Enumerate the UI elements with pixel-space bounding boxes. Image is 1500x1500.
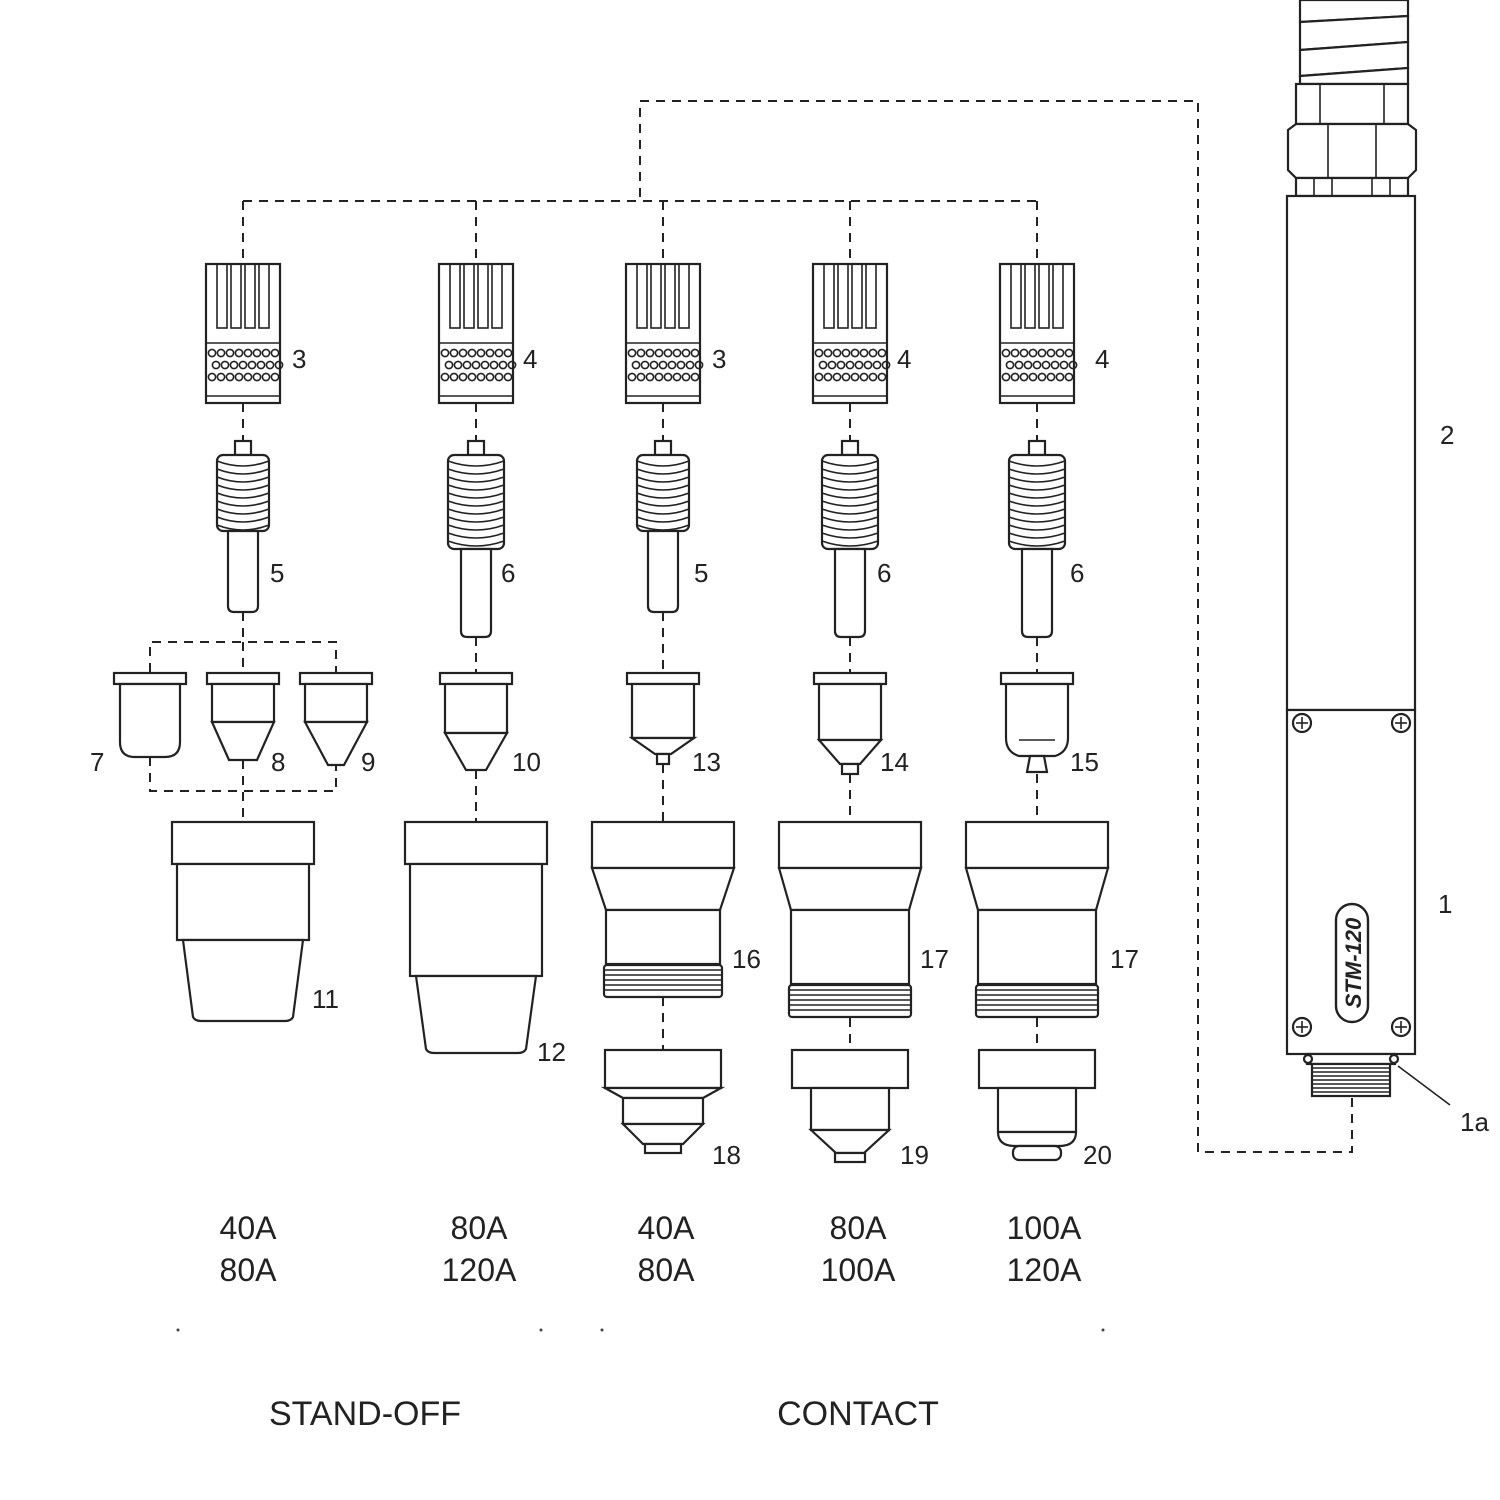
tip	[999, 671, 1075, 774]
tip	[112, 671, 188, 759]
amp-label: 100A	[821, 1252, 896, 1288]
part-label: 5	[694, 558, 708, 588]
amp-label: 120A	[442, 1252, 517, 1288]
part-label: 4	[523, 344, 537, 374]
tip	[625, 671, 701, 766]
part-label: 4	[1095, 344, 1109, 374]
amp-label: 80A	[451, 1210, 509, 1246]
torch-body: STM-120	[1285, 0, 1451, 1106]
electrode	[446, 439, 506, 639]
connector-lines	[149, 100, 1353, 1153]
nozzle	[964, 820, 1110, 1019]
nozzle	[170, 820, 316, 1023]
part-label: 13	[692, 747, 721, 777]
shield-cup	[600, 1048, 726, 1155]
hose-spiral	[1294, 0, 1410, 126]
electrode	[1007, 439, 1067, 639]
nozzle	[590, 820, 736, 999]
part-label: 19	[900, 1140, 929, 1170]
amp-label: 80A	[638, 1252, 696, 1288]
shield-cup	[790, 1048, 910, 1164]
parts-layer	[112, 262, 1110, 1164]
part-label: 17	[1110, 944, 1139, 974]
part-label: 4	[897, 344, 911, 374]
amp-label: 80A	[830, 1210, 888, 1246]
swirl-cap	[204, 262, 284, 405]
amp-label: 120A	[1007, 1252, 1082, 1288]
model-label: STM-120	[1341, 917, 1366, 1008]
part-label: 14	[880, 747, 909, 777]
leader-line	[1397, 1065, 1451, 1106]
part-label: 16	[732, 944, 761, 974]
part-label: 6	[501, 558, 515, 588]
electrode	[820, 439, 880, 639]
part-label: 3	[292, 344, 306, 374]
part-label: 9	[361, 747, 375, 777]
part-label: 3	[712, 344, 726, 374]
tip	[205, 671, 281, 762]
swirl-cap	[811, 262, 891, 405]
swirl-cap	[624, 262, 704, 405]
part-label: 12	[537, 1037, 566, 1067]
torch-handle	[1285, 194, 1417, 712]
group-dividers	[176, 1328, 1105, 1332]
electrode	[635, 439, 691, 614]
part-label: 11	[312, 984, 339, 1014]
amp-label: 80A	[220, 1252, 278, 1288]
part-labels: 3 4 3 4 4 5 6 5 6 6 7 8 9 10 13 14 15 11…	[90, 344, 1489, 1170]
amp-label: 40A	[220, 1210, 278, 1246]
part-label: 5	[270, 558, 284, 588]
swirl-cap	[998, 262, 1078, 405]
nozzle	[777, 820, 923, 1019]
part-label: 18	[712, 1140, 741, 1170]
electrode	[215, 439, 271, 614]
amperage-labels: 40A 80A 80A 120A 40A 80A 80A 100A 100A 1…	[220, 1210, 1082, 1288]
part-label: 2	[1440, 420, 1454, 450]
group-label-standoff: STAND-OFF	[269, 1395, 461, 1433]
part-label: 10	[512, 747, 541, 777]
model-badge	[1334, 902, 1370, 1024]
part-label: 1	[1438, 889, 1452, 919]
tip	[298, 671, 374, 767]
part-label: 8	[271, 747, 285, 777]
part-label: 7	[90, 747, 104, 777]
part-label: 6	[1070, 558, 1084, 588]
part-label: 20	[1083, 1140, 1112, 1170]
part-label: 15	[1070, 747, 1099, 777]
screw-icon	[1291, 712, 1412, 1038]
thread-stub	[1302, 1052, 1400, 1098]
shield-cup	[977, 1048, 1097, 1162]
swirl-cap	[437, 262, 517, 405]
amp-label: 100A	[1007, 1210, 1082, 1246]
amp-label: 40A	[638, 1210, 696, 1246]
tip	[438, 671, 514, 772]
part-label: 6	[877, 558, 891, 588]
tip	[812, 671, 888, 776]
group-label-contact: CONTACT	[777, 1395, 939, 1433]
part-label: 1a	[1460, 1107, 1489, 1137]
nozzle	[403, 820, 549, 1055]
part-label: 17	[920, 944, 949, 974]
hex-nut	[1286, 122, 1418, 198]
